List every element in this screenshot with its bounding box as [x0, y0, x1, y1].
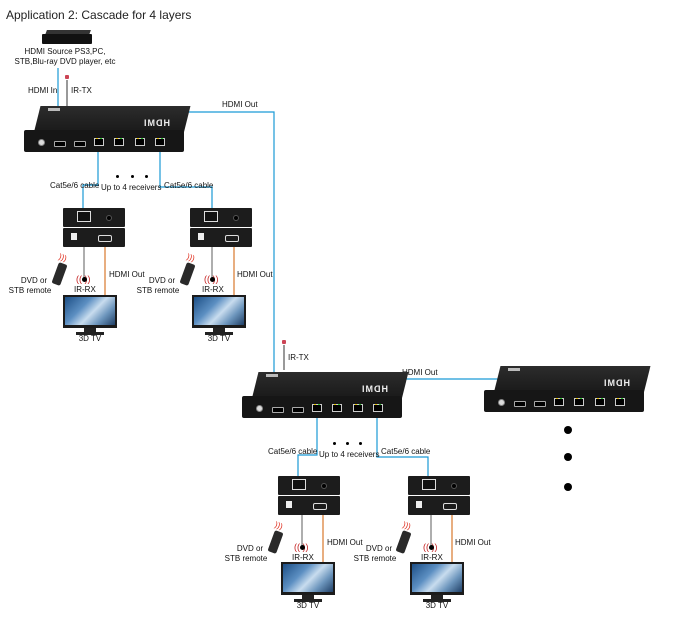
rj45-port-icon	[373, 404, 383, 412]
hdmi-port-icon	[225, 235, 239, 242]
ir-rx-label: IR-RX	[202, 285, 224, 294]
cat-cable-l1-right	[159, 148, 213, 212]
ellipsis-dot	[131, 175, 134, 178]
receiver-l2-b	[408, 476, 470, 516]
receivers-note-l1: Up to 4 receivers	[101, 183, 162, 192]
ellipsis-dot	[333, 442, 336, 445]
diagram-title: Application 2: Cascade for 4 layers	[6, 8, 192, 22]
hdmi-in-port-icon	[272, 407, 284, 413]
ir-tx-emitter-icon	[65, 75, 69, 79]
remote-label: STB remote	[8, 286, 52, 295]
rj45-port-icon	[422, 479, 436, 490]
tv-hdmi-out-label: HDMI Out	[327, 538, 363, 547]
cable-label-l2-right: Cat5e/6 cable	[381, 447, 431, 456]
rj45-port-icon	[114, 138, 124, 146]
rj45-port-icon	[353, 404, 363, 412]
cat-cable-l2-right	[376, 414, 429, 480]
remote-label: STB remote	[136, 286, 180, 295]
ir-rx-sensor-icon	[82, 277, 87, 282]
tv-label: 3D TV	[78, 334, 102, 343]
hdmi-port-icon	[98, 235, 112, 242]
transmitter-layer1: HDMI	[24, 106, 191, 152]
ellipsis-dot	[346, 442, 349, 445]
tv-label: 3D TV	[207, 334, 231, 343]
ellipsis-dot	[116, 175, 119, 178]
rj45-port-icon	[77, 211, 91, 222]
rj45-port-icon	[94, 138, 104, 146]
tv-label: 3D TV	[296, 601, 320, 610]
rj45-port-icon	[554, 398, 564, 406]
tv-icon	[63, 295, 117, 335]
rj45-port-icon	[595, 398, 605, 406]
hdmi-port-icon	[313, 503, 327, 510]
ir-rx-label: IR-RX	[292, 553, 314, 562]
tv-hdmi-out-label: HDMI Out	[109, 270, 145, 279]
rj45-port-icon	[574, 398, 584, 406]
cable-label-l1-right: Cat5e/6 cable	[164, 181, 214, 190]
dc-port-icon	[498, 399, 505, 406]
tv-hdmi-out-label: HDMI Out	[455, 538, 491, 547]
tv-icon	[410, 562, 464, 602]
rj45-port-icon	[135, 138, 145, 146]
continuation-dot	[564, 426, 572, 434]
rj45-port-icon	[292, 479, 306, 490]
ellipsis-dot	[145, 175, 148, 178]
remote-label: DVD or	[365, 544, 393, 553]
remote-label: DVD or	[148, 276, 176, 285]
tv-icon	[281, 562, 335, 602]
rj45-port-icon	[332, 404, 342, 412]
remote-label: STB remote	[353, 554, 397, 563]
hdmi-in-label: HDMI In	[28, 86, 58, 95]
rj45-port-icon	[312, 404, 322, 412]
tv-hdmi-out-label: HDMI Out	[237, 270, 273, 279]
cat-cable-l1-left	[82, 148, 99, 212]
tv-icon	[192, 295, 246, 335]
dc-port-icon	[38, 139, 45, 146]
receiver-l1-b	[190, 208, 252, 248]
ir-rx-sensor-icon	[210, 277, 215, 282]
ir-rx-label: IR-RX	[74, 285, 96, 294]
hdmi-logo: HDMI	[603, 378, 630, 388]
transmitter-layer2: HDMI	[242, 372, 409, 418]
cable-label-l1-left: Cat5e/6 cable	[50, 181, 100, 190]
hdmi-port-icon	[443, 503, 457, 510]
hdmi-out-cable-1	[78, 111, 275, 412]
ir-tx-emitter-icon	[282, 340, 286, 344]
hdmi-out-label-1: HDMI Out	[222, 100, 258, 109]
hdmi-logo: HDMI	[143, 118, 170, 128]
rj45-port-icon	[615, 398, 625, 406]
rj45-port-icon	[155, 138, 165, 146]
hdmi-out-port-icon	[534, 401, 546, 407]
cable-label-l2-left: Cat5e/6 cable	[268, 447, 318, 456]
transmitter-layer3: HDMI	[484, 366, 651, 412]
hdmi-in-port-icon	[54, 141, 66, 147]
dc-port-icon	[256, 405, 263, 412]
hdmi-out-port-icon	[292, 407, 304, 413]
hdmi-in-port-icon	[514, 401, 526, 407]
hdmi-source-device	[42, 30, 92, 44]
source-label-line1: HDMI Source PS3,PC,	[24, 47, 106, 56]
remote-label: DVD or	[20, 276, 48, 285]
receivers-note-l2: Up to 4 receivers	[319, 450, 380, 459]
receiver-l1-a	[63, 208, 125, 248]
cat-cable-l2-left	[297, 414, 318, 480]
remote-label: DVD or	[236, 544, 264, 553]
ellipsis-dot	[359, 442, 362, 445]
continuation-dot	[564, 483, 572, 491]
tv-label: 3D TV	[425, 601, 449, 610]
receiver-l2-a	[278, 476, 340, 516]
ir-tx-label-2: IR-TX	[288, 353, 309, 362]
rj45-port-icon	[204, 211, 218, 222]
hdmi-out-label-2: HDMI Out	[402, 368, 438, 377]
ir-rx-sensor-icon	[429, 545, 434, 550]
ir-tx-label-1: IR-TX	[71, 86, 92, 95]
remote-label: STB remote	[224, 554, 268, 563]
ir-rx-sensor-icon	[300, 545, 305, 550]
ir-rx-label: IR-RX	[421, 553, 443, 562]
hdmi-logo: HDMI	[361, 384, 388, 394]
hdmi-out-port-icon	[74, 141, 86, 147]
continuation-dot	[564, 453, 572, 461]
source-label-line2: STB,Blu-ray DVD player, etc	[14, 57, 116, 66]
